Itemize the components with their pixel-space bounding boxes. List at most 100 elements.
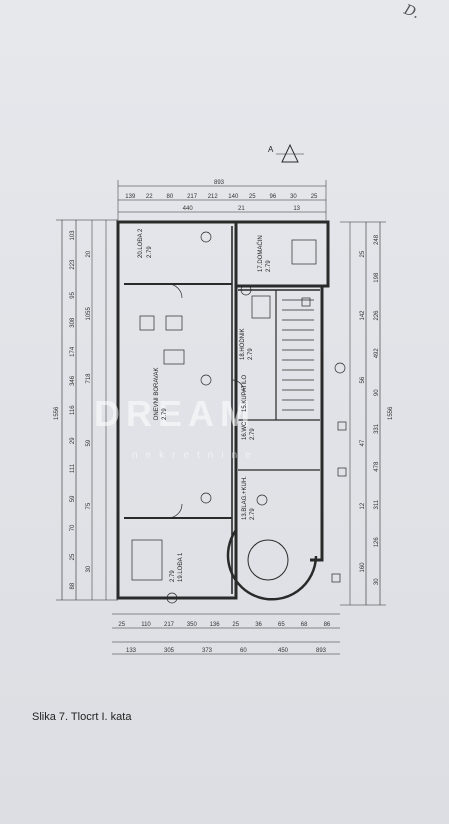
dimension-label: 136 xyxy=(210,622,221,628)
dimension-label: 13 xyxy=(293,206,300,212)
north-arrow-icon xyxy=(276,143,304,163)
room-label: 13.BLAG.+KUH. xyxy=(242,476,248,520)
dimension-label: 59 xyxy=(70,495,76,502)
dimension-label: 21 xyxy=(238,206,245,212)
dims-left: 103 223 95 308 174 346 116 29 111 59 70 25 88 xyxy=(70,230,76,590)
stairs-icon xyxy=(282,299,314,411)
dimension-label: 133 xyxy=(126,648,137,654)
dimension-label: 248 xyxy=(374,234,380,245)
dimension-label: 30 xyxy=(290,194,297,200)
dimension-label: 217 xyxy=(187,194,198,200)
dimension-label: 60 xyxy=(240,648,247,654)
dimension-label: 29 xyxy=(70,437,76,444)
dimension-label: 25 xyxy=(232,622,239,628)
dimension-label: 70 xyxy=(70,524,76,531)
room-area: 2.79 xyxy=(250,428,256,440)
dimension-label: 212 xyxy=(208,194,219,200)
room-area: 2.79 xyxy=(266,260,272,272)
dimension-label: 90 xyxy=(374,389,380,396)
outer-wall-kitchen xyxy=(234,220,330,288)
dimension-label: 373 xyxy=(202,648,213,654)
room-label: 19.LOĐA 1 xyxy=(178,552,184,582)
dims-right: 248 198 226 492 90 331 478 311 126 30 xyxy=(374,234,380,585)
dimension-label: 350 xyxy=(187,622,198,628)
room-area: 2.79 xyxy=(250,508,256,520)
dimension-label: 25 xyxy=(249,194,256,200)
dimension-label: 116 xyxy=(70,405,76,415)
dimension-label: 311 xyxy=(374,499,380,509)
dimension-label: 174 xyxy=(70,346,76,357)
room-label: 18.HODNIK xyxy=(240,328,246,360)
dims-right2: 25 142 56 47 12 160 xyxy=(360,250,366,572)
room-label: 16.WC xyxy=(242,421,248,440)
room-label: DNEVNI BORAVAK xyxy=(154,368,160,420)
dimension-label: 139 xyxy=(125,194,136,200)
dims-left2: 20 1055 718 59 75 30 xyxy=(86,250,92,572)
dim-top-total: 893 xyxy=(214,180,225,186)
dimension-label: 88 xyxy=(70,582,76,589)
room-labels: 20.LOĐA 2 2.79 17.DOMAĆIN 2.79 18.HODNIK… xyxy=(138,228,272,582)
room-label: 17.DOMAĆIN xyxy=(257,235,264,272)
dimension-label: 68 xyxy=(301,622,308,628)
dimension-label: 75 xyxy=(86,502,92,509)
dimension-label: 308 xyxy=(70,317,76,328)
dimension-label: 25 xyxy=(311,194,318,200)
dimension-label: 25 xyxy=(360,250,366,257)
room-area: 2.79 xyxy=(147,246,153,258)
dimension-label: 111 xyxy=(70,463,76,473)
dimension-label: 718 xyxy=(86,373,92,384)
dimension-label: 36 xyxy=(255,622,262,628)
dimension-label: 56 xyxy=(360,376,366,383)
dims-bottom2: 133 305 373 60 450 893 xyxy=(126,648,327,654)
dimension-label: 217 xyxy=(164,622,175,628)
dimension-label: 893 xyxy=(316,648,327,654)
dimension-label: 140 xyxy=(228,194,239,200)
dimension-label: 25 xyxy=(118,622,125,628)
dimension-label: 86 xyxy=(324,622,331,628)
dimension-label: 65 xyxy=(278,622,285,628)
dimension-label: 30 xyxy=(86,565,92,572)
dimension-label: 80 xyxy=(167,194,174,200)
dimension-label: 492 xyxy=(374,348,380,359)
dims-top2: 440 21 13 xyxy=(183,206,301,212)
dimension-label: 160 xyxy=(360,562,366,573)
room-area: 2.79 xyxy=(170,570,176,582)
dimension-label: 305 xyxy=(164,648,175,654)
dims-bottom: 25 110 217 350 136 25 36 65 68 86 xyxy=(118,622,331,628)
dimension-label: 95 xyxy=(70,291,76,298)
dimension-label: 47 xyxy=(360,439,366,446)
dimension-label: 346 xyxy=(70,375,76,386)
dims-top: 139 22 80 217 212 140 25 96 30 25 xyxy=(125,194,318,200)
dimension-label: 126 xyxy=(374,537,380,548)
room-label: 20.LOĐA 2 xyxy=(138,228,144,258)
figure-caption: Slika 7. Tlocrt I. kata xyxy=(32,711,132,723)
dimension-label: 478 xyxy=(374,461,380,472)
dimension-label: 12 xyxy=(360,502,366,509)
dimension-label: 110 xyxy=(141,622,151,628)
dimension-label: 25 xyxy=(70,553,76,560)
room-area: 2.79 xyxy=(162,408,168,420)
dimension-label: 96 xyxy=(270,194,277,200)
dimension-label: 22 xyxy=(146,194,153,200)
dimension-label: 1055 xyxy=(86,306,92,320)
dimension-label: 226 xyxy=(374,310,380,321)
dimension-label: 59 xyxy=(86,439,92,446)
dimension-label: 20 xyxy=(86,250,92,257)
dimension-label: 223 xyxy=(70,259,76,270)
dimension-label: 440 xyxy=(183,206,194,212)
dimension-label: 450 xyxy=(278,648,289,654)
dining-table-icon xyxy=(247,539,289,581)
bay-window xyxy=(226,529,318,601)
dimension-label: 331 xyxy=(374,423,380,434)
dimension-label: 198 xyxy=(374,272,380,283)
dimension-label: 103 xyxy=(70,230,76,241)
room-label: 15.KUPATILO xyxy=(242,375,248,412)
room-area: 2.79 xyxy=(248,348,254,360)
dim-right-total: 1556 xyxy=(388,406,394,420)
dimension-label: 30 xyxy=(374,578,380,585)
watermark-sub: nekretnine xyxy=(132,450,259,461)
watermark-brand: DREAM xyxy=(94,393,256,434)
dimension-label: 142 xyxy=(360,310,366,321)
